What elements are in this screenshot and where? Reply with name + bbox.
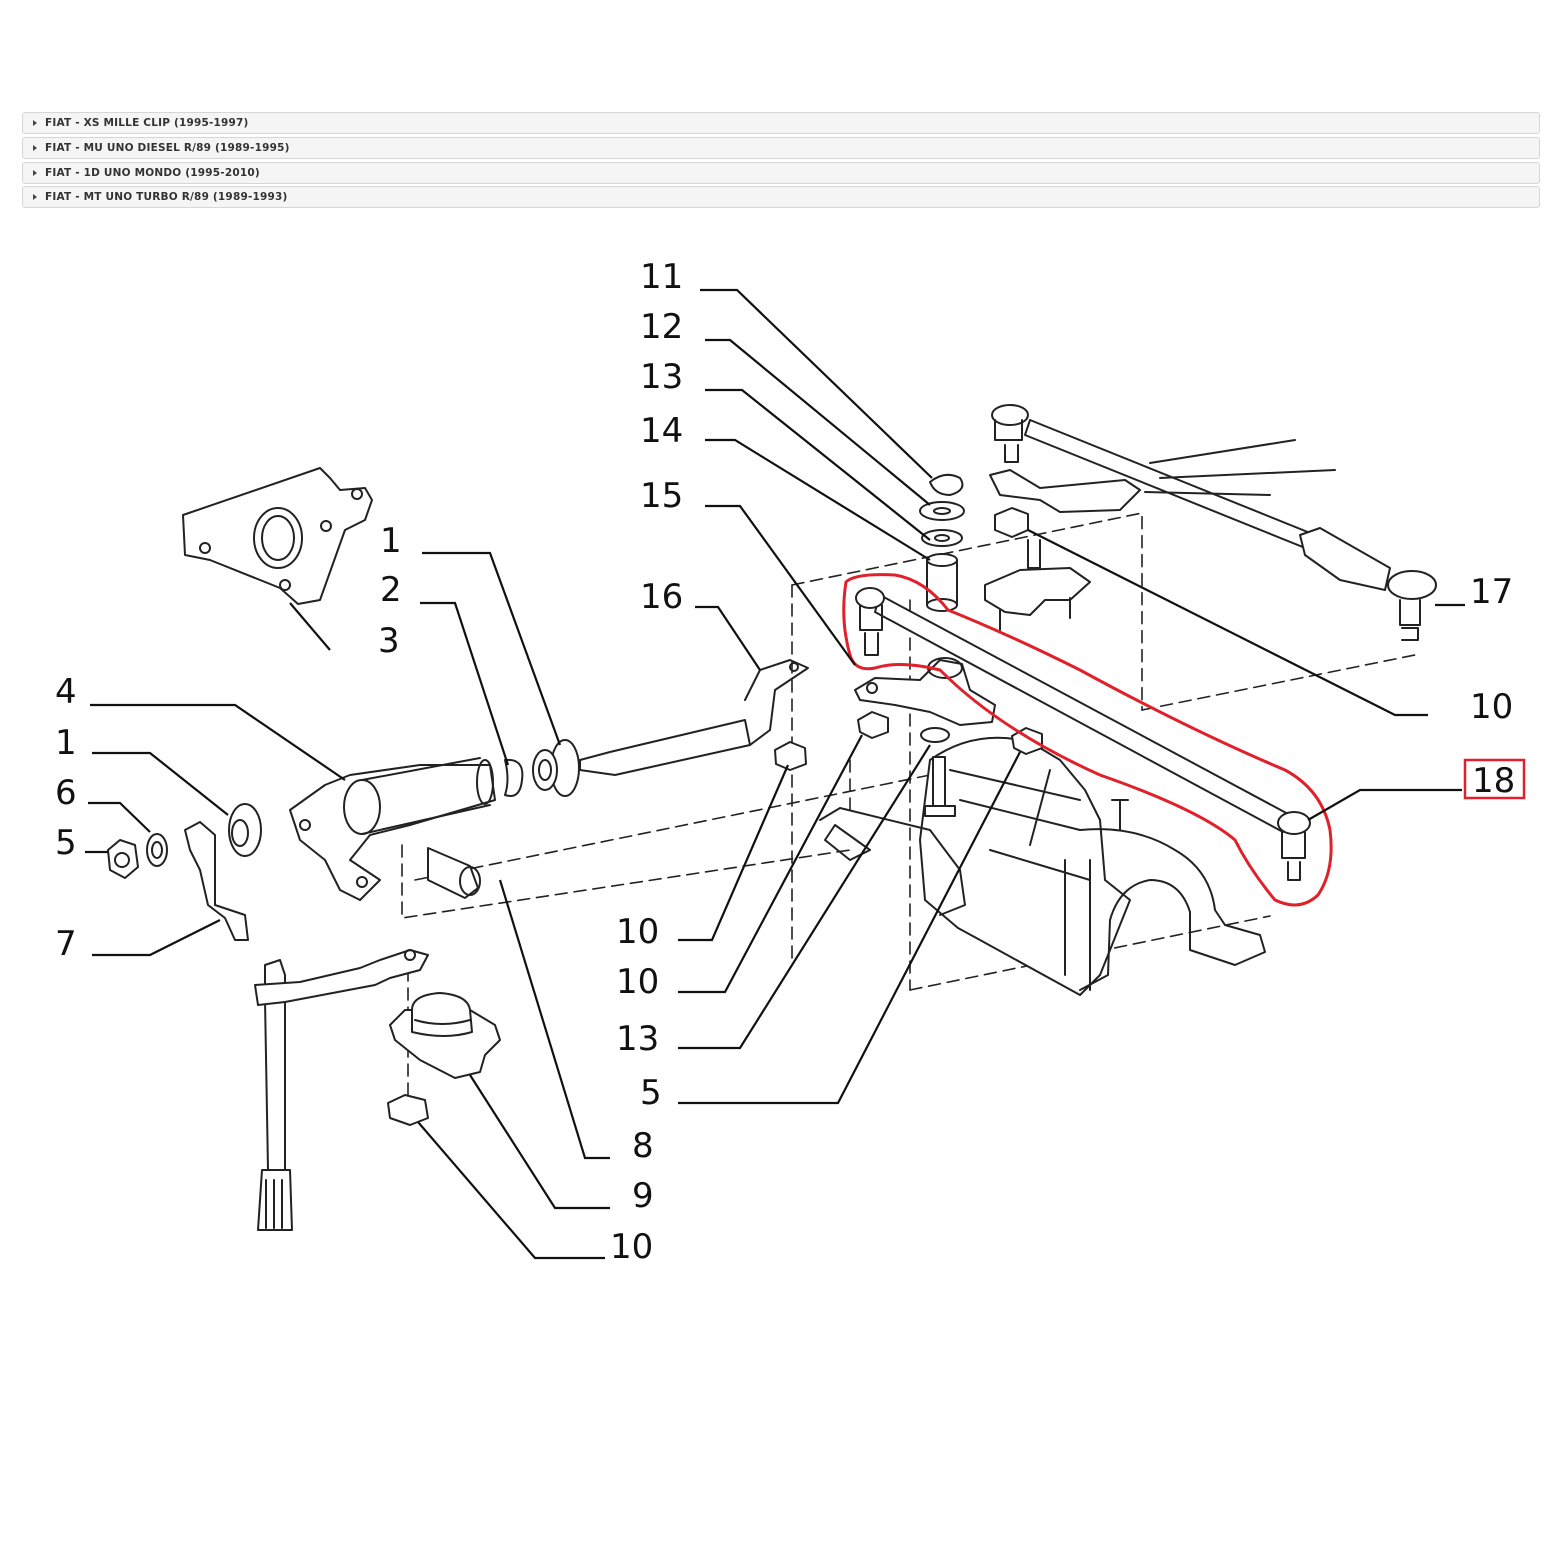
callout-10-mid-b: 10 [616, 962, 659, 1002]
part-6-washer [146, 833, 168, 867]
callout-18: 18 [1472, 761, 1515, 801]
gearbox-housing [819, 736, 1266, 996]
expand-arrow-icon [33, 144, 37, 151]
part-1-bushing-left [228, 803, 262, 857]
expand-arrow-icon [33, 194, 37, 201]
callout-4: 4 [55, 672, 77, 712]
part-4-selector-housing [289, 757, 496, 901]
callout-labels: 11 12 13 14 15 16 1 2 3 4 1 6 5 7 17 10 … [55, 257, 1515, 1267]
part-11-circlip [929, 473, 964, 496]
callout-17: 17 [1470, 572, 1513, 612]
callout-14: 14 [640, 411, 683, 451]
part-15-lever-plate [854, 657, 996, 726]
callout-11: 11 [640, 257, 683, 297]
part-16-shaft [579, 659, 809, 776]
model-label: FIAT - XS MILLE CLIP (1995-1997) [45, 117, 249, 129]
part-14-spacer [926, 553, 958, 612]
pivot-bracket [984, 539, 1091, 631]
part-5-nut [107, 839, 139, 879]
part-12-washer [919, 501, 965, 521]
model-list: FIAT - XS MILLE CLIP (1995-1997) FIAT - … [22, 112, 1540, 211]
part-18-link-rod [855, 587, 1311, 881]
callout-6: 6 [55, 773, 77, 813]
model-row-mt-uno-turbo[interactable]: FIAT - MT UNO TURBO R/89 (1989-1993) [22, 186, 1540, 209]
part-2-clip [504, 758, 524, 797]
callout-10-bottom: 10 [610, 1227, 653, 1267]
callout-18-highlight-box [1463, 758, 1526, 800]
callout-9: 9 [632, 1176, 654, 1216]
part-10-nuts-center [857, 711, 1043, 755]
model-label: FIAT - MU UNO DIESEL R/89 (1989-1995) [45, 141, 290, 154]
callout-7: 7 [55, 924, 77, 964]
gear-lever-shaft [254, 949, 429, 1231]
callout-8: 8 [632, 1126, 654, 1166]
model-row-mu-uno-diesel[interactable]: FIAT - MU UNO DIESEL R/89 (1989-1995) [22, 136, 1540, 159]
part-13-washer-upper [921, 529, 963, 547]
callout-16: 16 [640, 577, 683, 617]
callout-12: 12 [640, 307, 683, 347]
callout-1-lower: 1 [55, 723, 77, 763]
part-18-highlight-outline [842, 573, 1333, 907]
leader-lines [85, 288, 1465, 1260]
callout-5-mid: 5 [640, 1073, 662, 1113]
part-10-nut-left [774, 741, 807, 771]
callout-3: 3 [378, 621, 400, 661]
callout-2: 2 [380, 570, 402, 610]
part-10-nut-upper [994, 507, 1029, 538]
callout-1-upper: 1 [380, 521, 402, 561]
part-9-rubber-boot [389, 992, 501, 1079]
model-label: FIAT - MT UNO TURBO R/89 (1989-1993) [45, 191, 288, 204]
callout-15: 15 [640, 476, 683, 516]
callout-10-right: 10 [1470, 687, 1513, 727]
upper-plate [989, 439, 1336, 513]
model-row-1d-uno-mondo[interactable]: FIAT - 1D UNO MONDO (1995-2010) [22, 161, 1540, 184]
callout-13-lower: 13 [616, 1019, 659, 1059]
part-7-lever [184, 821, 249, 941]
part-8-pin [427, 847, 481, 899]
expand-arrow-icon [33, 120, 37, 126]
part-1-bushing [532, 739, 580, 797]
expand-arrow-icon [33, 169, 37, 176]
callout-5-left: 5 [55, 823, 77, 863]
part-17-tie-rod [991, 404, 1437, 641]
callout-13-upper: 13 [640, 357, 683, 397]
part-10-nut-bottom [387, 1094, 429, 1126]
model-row-xs-mille-clip[interactable]: FIAT - XS MILLE CLIP (1995-1997) [22, 112, 1540, 134]
model-label: FIAT - 1D UNO MONDO (1995-2010) [45, 166, 260, 179]
callout-10-mid-a: 10 [616, 912, 659, 952]
part-3-bracket [182, 467, 373, 605]
